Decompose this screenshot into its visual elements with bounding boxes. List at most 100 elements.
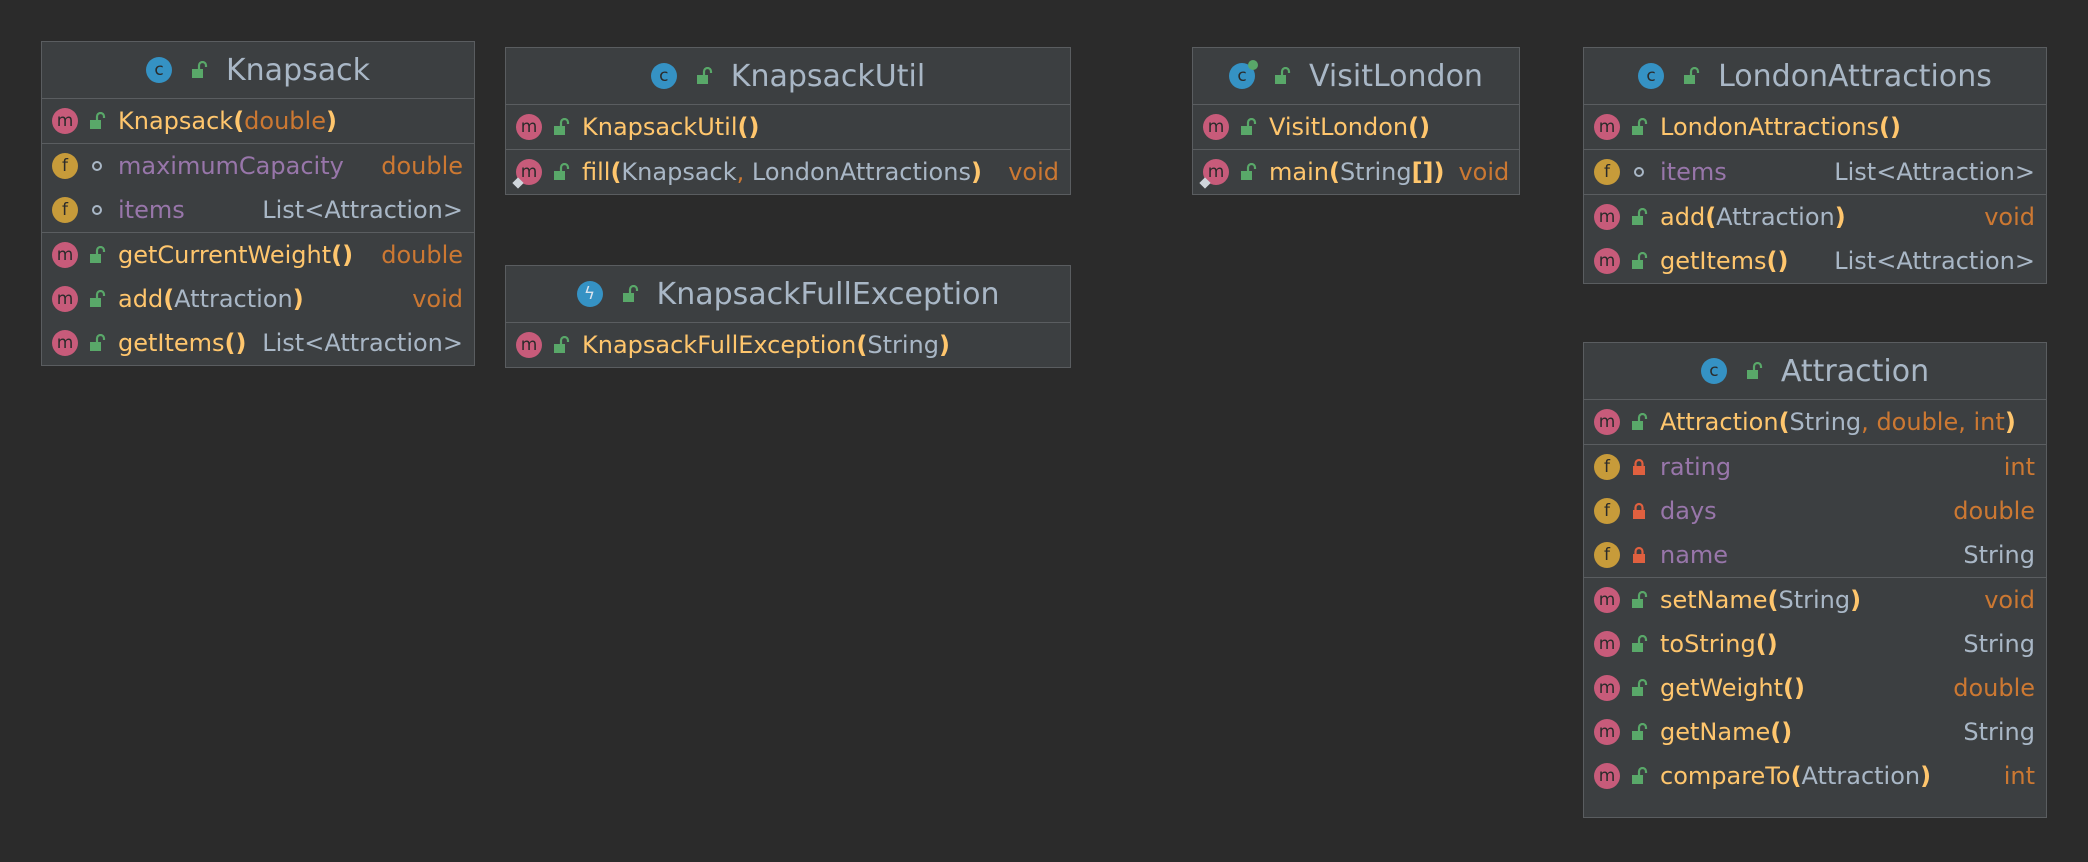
- param-type: LondonAttractions: [751, 158, 971, 186]
- runnable-class-icon: c: [1229, 60, 1259, 89]
- public-lock-icon: [695, 67, 713, 85]
- class-icon: c: [1700, 358, 1727, 384]
- field-icon: f: [52, 153, 78, 179]
- constructor-row[interactable]: m KnapsackUtil(): [506, 105, 1070, 149]
- class-icon: c: [650, 63, 677, 89]
- method-name: Attraction: [1660, 408, 1779, 436]
- method-name: add: [1660, 203, 1706, 231]
- class-title: Attraction: [1780, 353, 1930, 389]
- attraction-class[interactable]: c Attraction m Attraction(String, double…: [1583, 342, 2047, 818]
- london-attractions-class[interactable]: c LondonAttractions m LondonAttractions(…: [1583, 47, 2047, 284]
- method-name: getWeight: [1660, 674, 1784, 702]
- public-lock-icon: [1630, 767, 1648, 785]
- public-lock-icon: [552, 163, 570, 181]
- method-icon: m: [1594, 248, 1620, 274]
- field-name: days: [1660, 497, 1717, 525]
- param-type: String: [1778, 586, 1851, 614]
- method-row[interactable]: m getItems() List<Attraction>: [1584, 239, 2046, 283]
- method-row[interactable]: m main(String[]) void: [1193, 150, 1519, 194]
- return-type: void: [1984, 203, 2035, 231]
- field-type: double: [381, 152, 463, 180]
- field-type: int: [2003, 453, 2035, 481]
- field-row[interactable]: f name String: [1584, 533, 2046, 577]
- constructor-row[interactable]: m Knapsack(double): [42, 99, 474, 143]
- public-lock-icon: [190, 61, 208, 79]
- return-type: List<Attraction>: [262, 329, 463, 357]
- method-row[interactable]: m getWeight() double: [1584, 666, 2046, 710]
- method-icon: m: [516, 332, 542, 358]
- constructor-row[interactable]: m KnapsackFullException(String): [506, 323, 1070, 367]
- param-type: double: [1876, 408, 1959, 436]
- method-icon: m: [1594, 114, 1620, 140]
- private-lock-icon: [1630, 546, 1648, 564]
- knapsack-class[interactable]: c Knapsack m Knapsack(double) f maximumC…: [41, 41, 475, 366]
- package-private-icon: [1630, 163, 1648, 181]
- knapsack-full-exception-header: ϟ KnapsackFullException: [506, 266, 1070, 323]
- method-icon: m: [1594, 631, 1620, 657]
- exception-class-icon: ϟ: [576, 281, 603, 307]
- constructor-row[interactable]: m VisitLondon(): [1193, 105, 1519, 149]
- method-name: getName: [1660, 718, 1771, 746]
- constructor-row[interactable]: m Attraction(String, double, int): [1584, 400, 2046, 444]
- method-name: fill: [582, 158, 611, 186]
- method-icon: m: [52, 242, 78, 268]
- field-name: items: [118, 196, 185, 224]
- field-icon: f: [1594, 454, 1620, 480]
- field-type: List<Attraction>: [262, 196, 463, 224]
- param-type: Attraction: [174, 285, 293, 313]
- class-title: KnapsackFullException: [656, 276, 1000, 312]
- knapsack-full-exception-class[interactable]: ϟ KnapsackFullException m KnapsackFullEx…: [505, 265, 1071, 368]
- static-method-icon: m: [1203, 159, 1229, 185]
- public-lock-icon: [1239, 118, 1257, 136]
- public-lock-icon: [1630, 208, 1648, 226]
- return-type: String: [1963, 718, 2035, 746]
- constructor-row[interactable]: m LondonAttractions(): [1584, 105, 2046, 149]
- param-type: Attraction: [1716, 203, 1835, 231]
- public-lock-icon: [1630, 252, 1648, 270]
- method-row[interactable]: m fill(Knapsack, LondonAttractions) void: [506, 150, 1070, 194]
- return-type: int: [2003, 762, 2035, 790]
- field-row[interactable]: f rating int: [1584, 445, 2046, 489]
- package-private-icon: [88, 157, 106, 175]
- public-lock-icon: [1745, 362, 1763, 380]
- method-name: main: [1269, 158, 1329, 186]
- field-type: List<Attraction>: [1834, 158, 2035, 186]
- param-type: int: [1973, 408, 2005, 436]
- public-lock-icon: [1239, 163, 1257, 181]
- method-row[interactable]: m setName(String) void: [1584, 578, 2046, 622]
- method-row[interactable]: m getName() String: [1584, 710, 2046, 754]
- method-icon: m: [1203, 114, 1229, 140]
- public-lock-icon: [621, 285, 639, 303]
- visit-london-class[interactable]: c VisitLondon m VisitLondon() m main(Str…: [1192, 47, 1520, 195]
- public-lock-icon: [88, 290, 106, 308]
- method-row[interactable]: m getItems() List<Attraction>: [42, 321, 474, 365]
- method-name: setName: [1660, 586, 1768, 614]
- return-type: String: [1963, 630, 2035, 658]
- return-type: double: [381, 241, 463, 269]
- method-name: Knapsack: [118, 107, 234, 135]
- method-name: LondonAttractions: [1660, 113, 1880, 141]
- field-row[interactable]: f maximumCapacity double: [42, 144, 474, 188]
- method-name: add: [118, 285, 164, 313]
- method-icon: m: [1594, 204, 1620, 230]
- method-row[interactable]: m compareTo(Attraction) int: [1584, 754, 2046, 798]
- method-row[interactable]: m add(Attraction) void: [1584, 195, 2046, 239]
- knapsack-util-class[interactable]: c KnapsackUtil m KnapsackUtil() m fill(K…: [505, 47, 1071, 195]
- public-lock-icon: [88, 334, 106, 352]
- field-row[interactable]: f items List<Attraction>: [1584, 150, 2046, 194]
- method-name: KnapsackUtil: [582, 113, 738, 141]
- method-row[interactable]: m toString() String: [1584, 622, 2046, 666]
- private-lock-icon: [1630, 458, 1648, 476]
- field-name: rating: [1660, 453, 1732, 481]
- field-icon: f: [52, 197, 78, 223]
- method-row[interactable]: m add(Attraction) void: [42, 277, 474, 321]
- method-row[interactable]: m getCurrentWeight() double: [42, 233, 474, 277]
- class-title: KnapsackUtil: [730, 58, 926, 94]
- static-method-icon: m: [516, 159, 542, 185]
- public-lock-icon: [1630, 679, 1648, 697]
- field-row[interactable]: f days double: [1584, 489, 2046, 533]
- method-name: compareTo: [1660, 762, 1791, 790]
- knapsack-header: c Knapsack: [42, 42, 474, 99]
- field-row[interactable]: f items List<Attraction>: [42, 188, 474, 232]
- knapsack-util-header: c KnapsackUtil: [506, 48, 1070, 105]
